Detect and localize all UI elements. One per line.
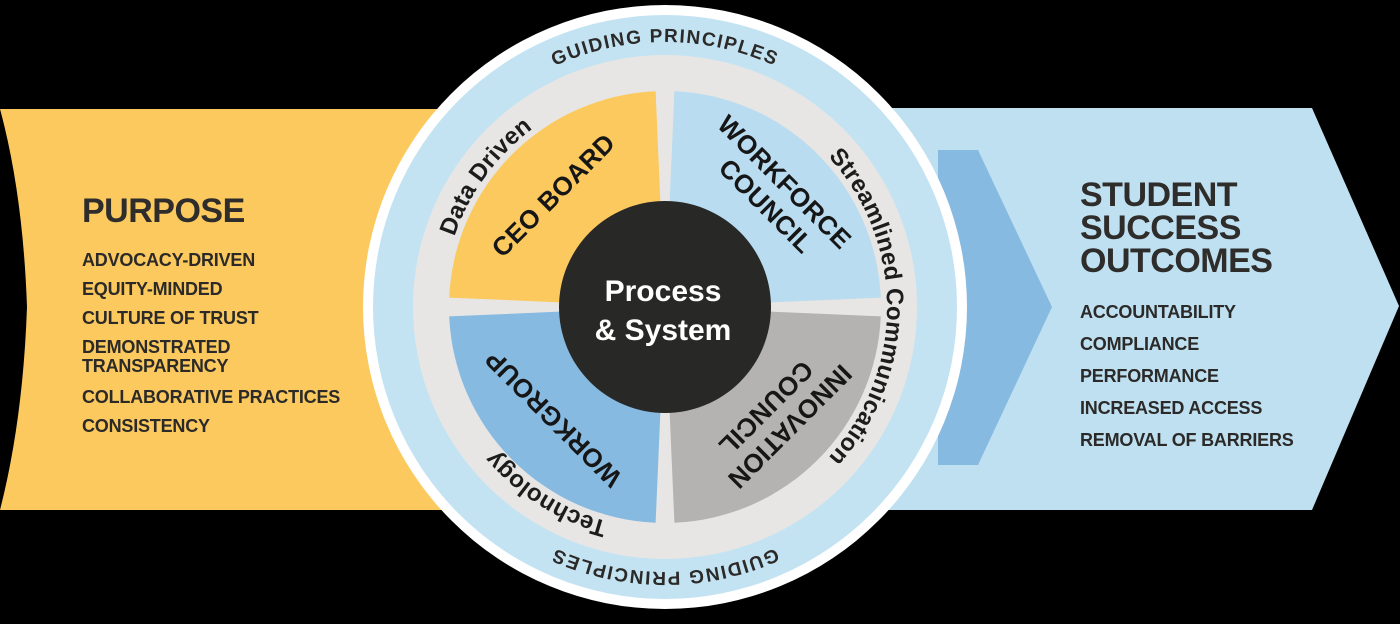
outcomes-item: PERFORMANCE	[1080, 366, 1219, 386]
purpose-item: CONSISTENCY	[82, 416, 210, 436]
outcomes-item: ACCOUNTABILITY	[1080, 302, 1236, 322]
purpose-item: ADVOCACY-DRIVEN	[82, 250, 255, 270]
outcomes-title-line: STUDENT	[1080, 176, 1238, 214]
hub-circle: GUIDING PRINCIPLES GUIDING PRINCIPLES Da…	[363, 5, 967, 609]
purpose-item: COLLABORATIVE PRACTICES	[82, 387, 340, 407]
quadrant-workgroup	[449, 311, 661, 523]
outcomes-item: COMPLIANCE	[1080, 334, 1199, 354]
outcomes-item: REMOVAL OF BARRIERS	[1080, 430, 1294, 450]
quadrant-workforce-council	[669, 91, 881, 303]
outcomes-panel: STUDENT SUCCESS OUTCOMES ACCOUNTABILITY …	[1080, 176, 1294, 450]
purpose-item: CULTURE OF TRUST	[82, 308, 259, 328]
quadrant-ceo-board	[449, 91, 661, 303]
process-system-hub	[559, 201, 771, 413]
hub-center-line2: & System	[595, 314, 732, 347]
flow-chevron-icon	[938, 150, 1052, 465]
purpose-item: TRANSPARENCY	[82, 356, 228, 376]
outcomes-title-line: SUCCESS	[1080, 209, 1241, 247]
hub-center-line1: Process	[605, 275, 722, 308]
quadrant-innovation-council	[669, 311, 881, 523]
outcomes-item: INCREASED ACCESS	[1080, 398, 1262, 418]
purpose-title: PURPOSE	[82, 192, 245, 230]
purpose-item: EQUITY-MINDED	[82, 279, 223, 299]
purpose-panel: PURPOSE ADVOCACY-DRIVEN EQUITY-MINDED CU…	[82, 192, 340, 436]
purpose-item: DEMONSTRATED	[82, 337, 230, 357]
outcomes-title-line: OUTCOMES	[1080, 242, 1272, 280]
